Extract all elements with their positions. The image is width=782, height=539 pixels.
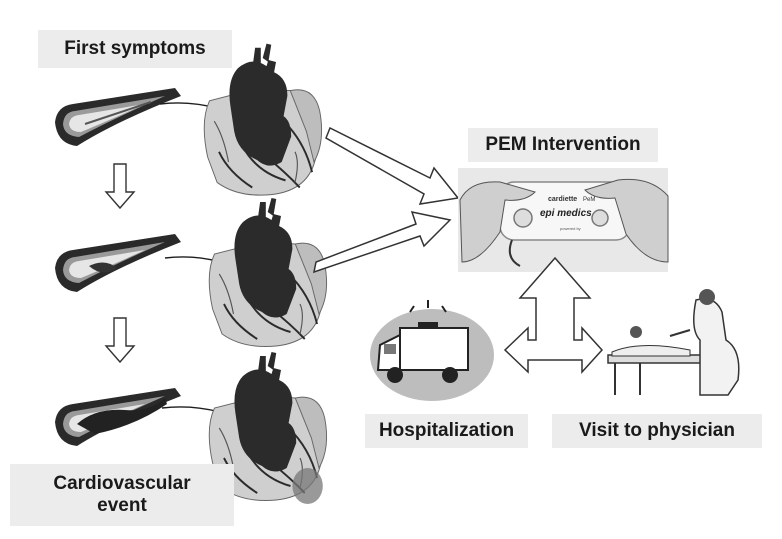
cardiovascular-event-line1: Cardiovascular (53, 473, 190, 495)
down-arrow-1 (106, 164, 134, 208)
device-model: PeM (583, 197, 595, 203)
physician-patient-illustration (608, 289, 739, 395)
ambulance-illustration (370, 300, 494, 401)
arrow-to-pem-upper (326, 128, 458, 204)
pem-device-photo: cardiette PeM epi medics powered by (458, 168, 668, 272)
down-arrow-2 (106, 318, 134, 362)
artery-cross-section-3 (55, 388, 181, 446)
device-powered: powered by (560, 226, 581, 231)
hospitalization-label: Hospitalization (365, 414, 528, 448)
artery-cross-section-2 (55, 234, 181, 292)
three-way-arrow (505, 258, 602, 372)
cardiovascular-event-line2: event (97, 495, 147, 517)
artery-cross-section-1 (55, 88, 181, 146)
heart-illustration-2 (209, 198, 326, 347)
cardiovascular-event-label: Cardiovascular event (10, 464, 234, 526)
device-maker: epi medics (540, 208, 592, 219)
visit-to-physician-label: Visit to physician (552, 414, 762, 448)
arrow-to-pem-lower (314, 212, 450, 272)
first-symptoms-label: First symptoms (38, 30, 232, 68)
device-brand: cardiette (548, 196, 577, 203)
pem-intervention-label: PEM Intervention (468, 128, 658, 162)
